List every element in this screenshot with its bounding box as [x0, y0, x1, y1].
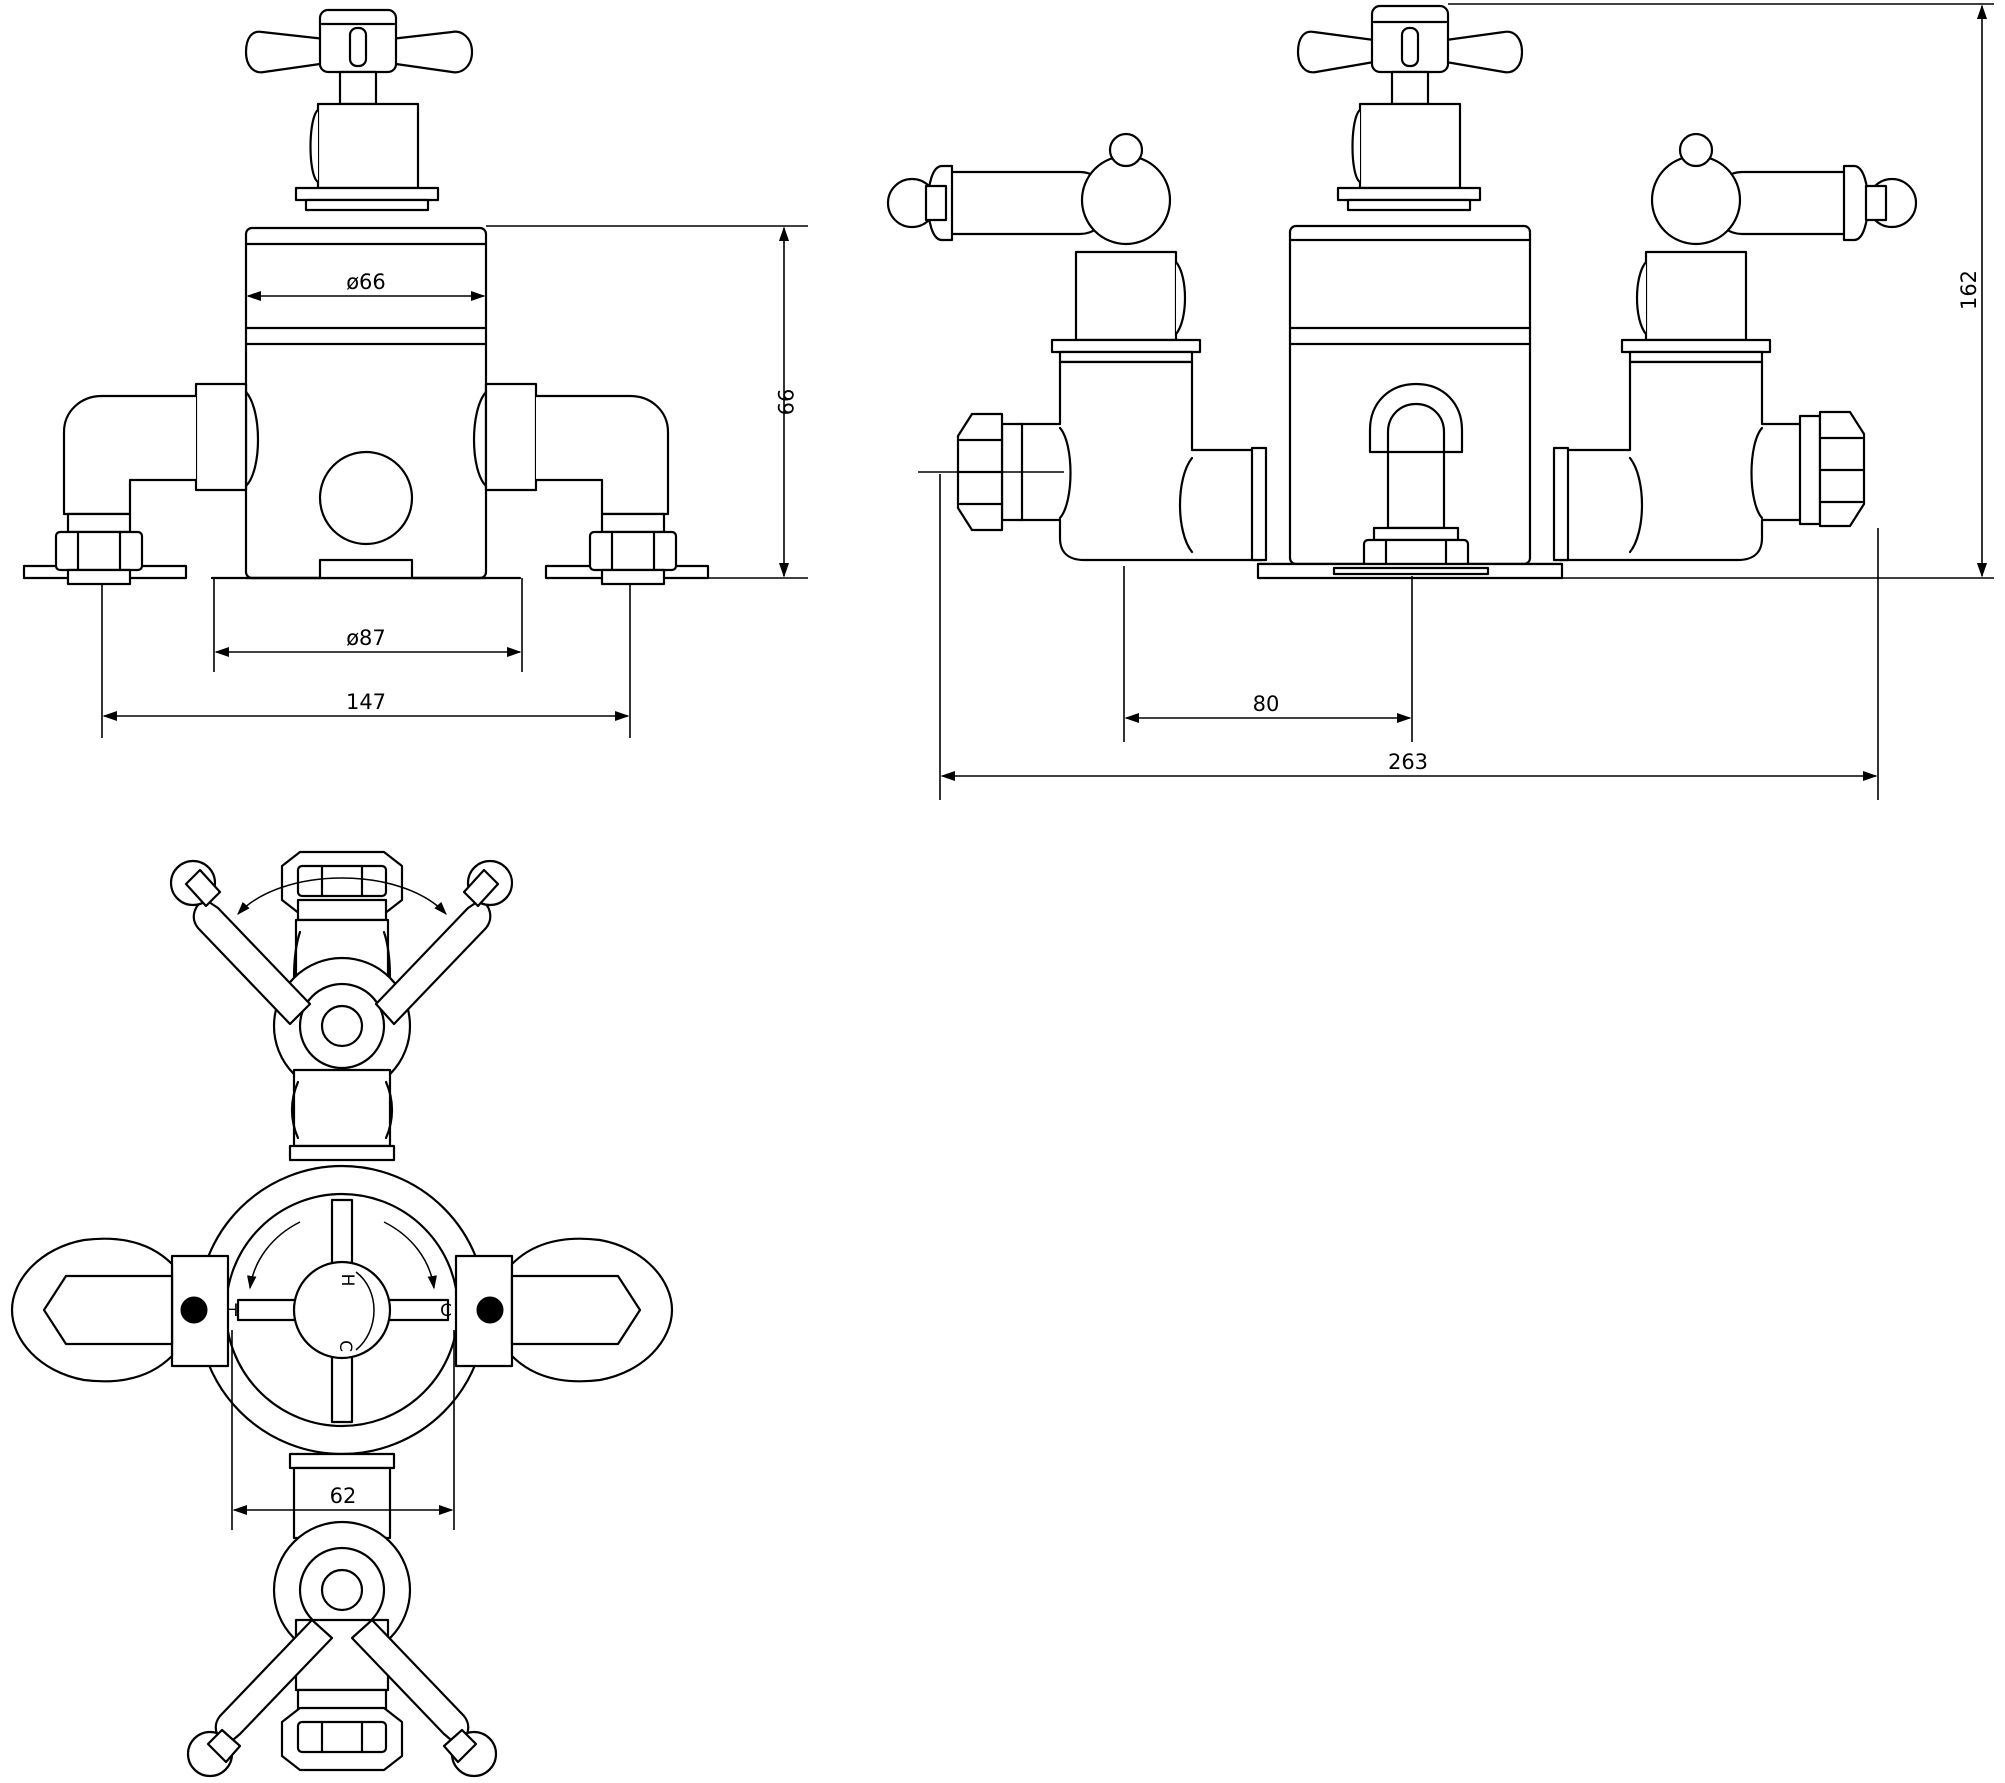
side-center-body — [1256, 224, 1564, 580]
plan-lower-diverter — [186, 1520, 498, 1778]
cold-mark-center: C — [335, 1340, 355, 1352]
side-crosshead-handle — [1296, 4, 1524, 212]
dim-outlet-spacing: 80 — [1253, 692, 1280, 716]
plan-dimensions: 62 — [231, 1330, 455, 1530]
dim-base-diameter: ø87 — [346, 626, 386, 650]
plan-view: H C H C — [10, 850, 674, 1778]
cold-mark-right: C — [440, 1301, 452, 1321]
plan-upper-diverter — [169, 850, 514, 1096]
hot-mark-center: H — [337, 1274, 357, 1287]
plan-lower-neck — [288, 1452, 396, 1540]
side-left-lever-valve — [886, 132, 1268, 562]
side-view: 80 263 162 — [886, 3, 1994, 800]
plan-neck — [288, 1068, 396, 1162]
dim-side-width: 263 — [1388, 750, 1428, 774]
dim-height: 99 — [773, 389, 797, 416]
dim-overall-width: 147 — [346, 690, 386, 714]
plan-thermostat: H C H C — [10, 1164, 674, 1456]
front-view: ø66 ø87 147 99 — [22, 8, 808, 738]
dim-body-diameter: ø66 — [346, 270, 386, 294]
front-valve-body — [210, 226, 522, 580]
dim-side-height: 162 — [1957, 270, 1981, 310]
side-dimensions: 80 263 162 — [939, 3, 1994, 800]
hot-mark-left: H — [226, 1301, 239, 1321]
side-right-lever-valve — [1552, 132, 1918, 562]
front-left-nut — [22, 512, 188, 586]
dim-plan-width: 62 — [330, 1484, 357, 1508]
front-dimensions: ø66 ø87 147 99 — [101, 225, 808, 738]
crosshead-handle — [244, 8, 474, 212]
front-right-nut — [544, 512, 710, 586]
